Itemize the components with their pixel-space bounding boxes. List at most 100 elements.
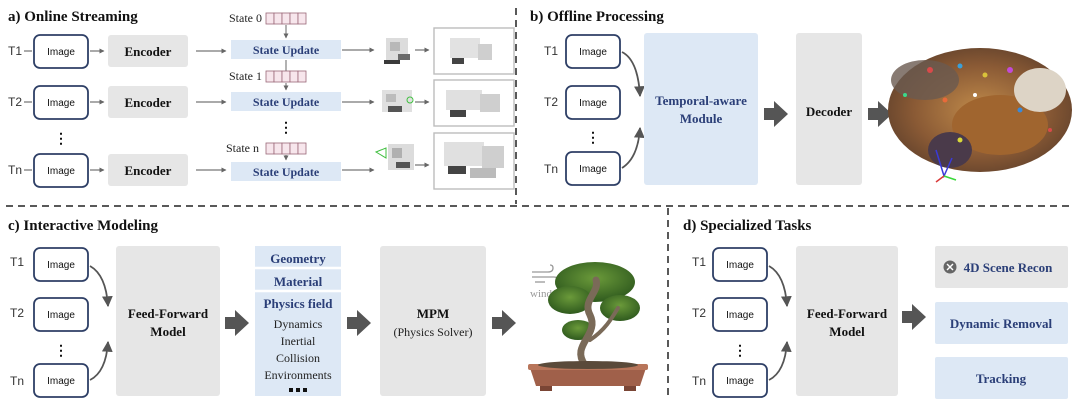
encoder-box [108,154,188,186]
state-cells [265,70,307,83]
image-box [712,297,768,332]
solver-label-line1: MPM [417,306,449,321]
image-label: Image [579,47,607,58]
partial-scene-thumbnail [384,38,410,64]
solver-label-line2: (Physics Solver) [394,325,473,339]
image-label: Image [726,376,754,387]
model-label-line2: Model [150,324,186,339]
more-dots [289,388,307,392]
encoder-box [108,86,188,118]
timestep-label: T1 [8,44,22,58]
merge-arrow [621,126,645,169]
image-box [33,297,89,332]
panel-offline-processing: b) Offline Processing T1 Image T2 Image … [530,9,1072,186]
image-label: Image [579,98,607,109]
image-box [565,151,621,186]
timestep-label: Tn [8,163,22,177]
state-update-label: State Update [253,95,320,109]
model-label-line1: Feed-Forward [807,306,888,321]
panel-a-title: a) Online Streaming [8,9,138,25]
physics-field-stack [255,246,341,396]
timestep-label: T1 [692,255,706,269]
timestep-label: T2 [10,306,24,320]
module-label-line1: Temporal-aware [655,93,747,108]
image-box [712,247,768,282]
timestep-label: T2 [692,306,706,320]
physics-item: Dynamics [274,317,323,331]
task-label: 4D Scene Recon [964,260,1054,275]
ellipsis: ⋮ [54,132,68,147]
task-label: Dynamic Removal [950,316,1053,331]
panel-d-title: d) Specialized Tasks [683,218,812,234]
point-cloud-scene [888,48,1072,183]
state-update-box [231,162,341,181]
state-update-label: State Update [253,165,320,179]
encoder-label: Encoder [125,44,172,59]
field-material: Material [274,274,323,289]
wind-icon [532,264,559,285]
state-label: State 1 [229,69,262,83]
state-label: State n [226,141,259,155]
merge-arrow [768,340,792,381]
image-label: Image [47,310,75,321]
field-physics: Physics field [264,296,334,311]
model-label-line1: Feed-Forward [128,306,209,321]
image-label: Image [47,260,75,271]
image-box [33,247,89,282]
block-arrow [347,310,371,336]
decoder-label: Decoder [806,104,852,119]
image-box [565,85,621,120]
ellipsis: ⋮ [733,344,747,359]
temporal-module-box [644,33,758,185]
state-label: State 0 [229,11,262,25]
block-arrow [225,310,249,336]
image-box [33,363,89,398]
close-icon [943,260,957,274]
state-update-box [231,92,341,111]
model-label-line2: Model [829,324,865,339]
panel-c-title: c) Interactive Modeling [8,218,158,234]
panel-b-title: b) Offline Processing [530,9,664,25]
task-label: Tracking [976,371,1027,386]
image-label: Image [47,98,75,109]
image-box [33,34,89,69]
partial-scene-thumbnail [382,90,414,112]
mpm-solver-box [380,246,486,396]
physics-item: Inertial [281,334,316,348]
module-label-line2: Module [680,111,723,126]
timestep-label: Tn [692,374,706,388]
image-box [712,363,768,398]
panel-specialized-tasks: d) Specialized Tasks T1 Image T2 Image ⋮… [683,218,1068,399]
merge-arrow [768,265,792,308]
image-label: Image [726,260,754,271]
panel-interactive-modeling: c) Interactive Modeling T1 Image T2 Imag… [8,218,648,398]
physics-item: Environments [264,368,332,382]
image-box [33,85,89,120]
block-arrow [764,101,788,127]
block-arrow [902,304,926,330]
image-label: Image [726,310,754,321]
merge-arrow [621,51,645,98]
image-box [565,34,621,69]
image-label: Image [47,166,75,177]
feed-forward-model-box [796,246,898,396]
feed-forward-model-box [116,246,220,396]
state-cells [265,142,307,155]
panel-online-streaming: a) Online Streaming T1 Image Encoder Sta… [8,9,515,190]
image-box [33,153,89,188]
block-arrow [868,101,892,127]
partial-scene-thumbnail [374,144,414,170]
ellipsis: ⋮ [279,121,293,136]
timestep-label: T1 [10,255,24,269]
wind-label: wind [530,288,553,300]
task-tracking [935,357,1068,399]
timestep-label: T2 [544,95,558,109]
state-update-box [231,40,341,59]
timestep-label: Tn [544,162,558,176]
ellipsis: ⋮ [54,344,68,359]
image-label: Image [579,164,607,175]
field-geometry: Geometry [270,251,326,266]
decoder-box [796,33,862,185]
